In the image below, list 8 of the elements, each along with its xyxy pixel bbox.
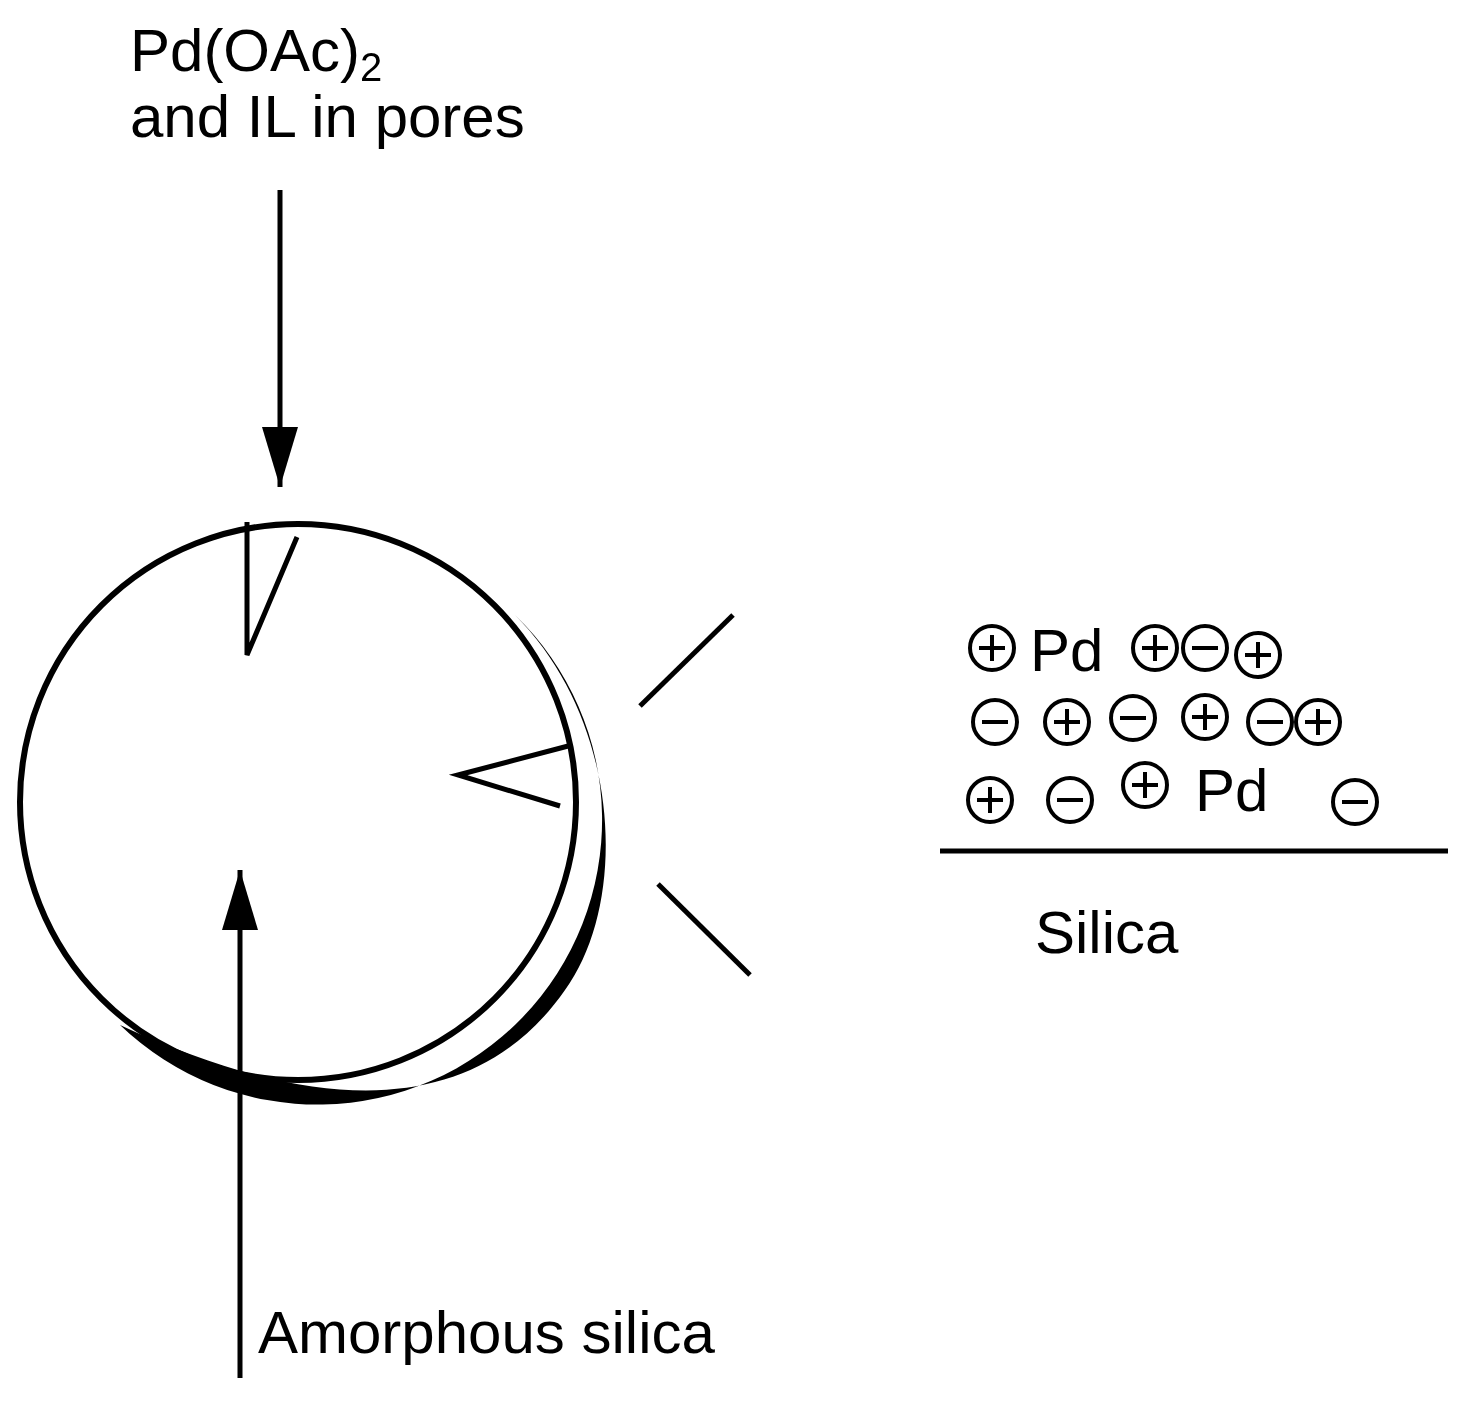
element-label: Pd: [1030, 618, 1104, 684]
arrow: [222, 870, 258, 1378]
particle-circle: [17, 521, 579, 1083]
surface-label: Silica: [1035, 900, 1179, 966]
callout-text: Amorphous silica: [258, 1300, 715, 1366]
element-label: Pd: [1195, 758, 1269, 824]
callout-text: Pd(OAc)$_{2}$ and IL in pores: [130, 18, 525, 150]
arrow: [262, 190, 298, 487]
